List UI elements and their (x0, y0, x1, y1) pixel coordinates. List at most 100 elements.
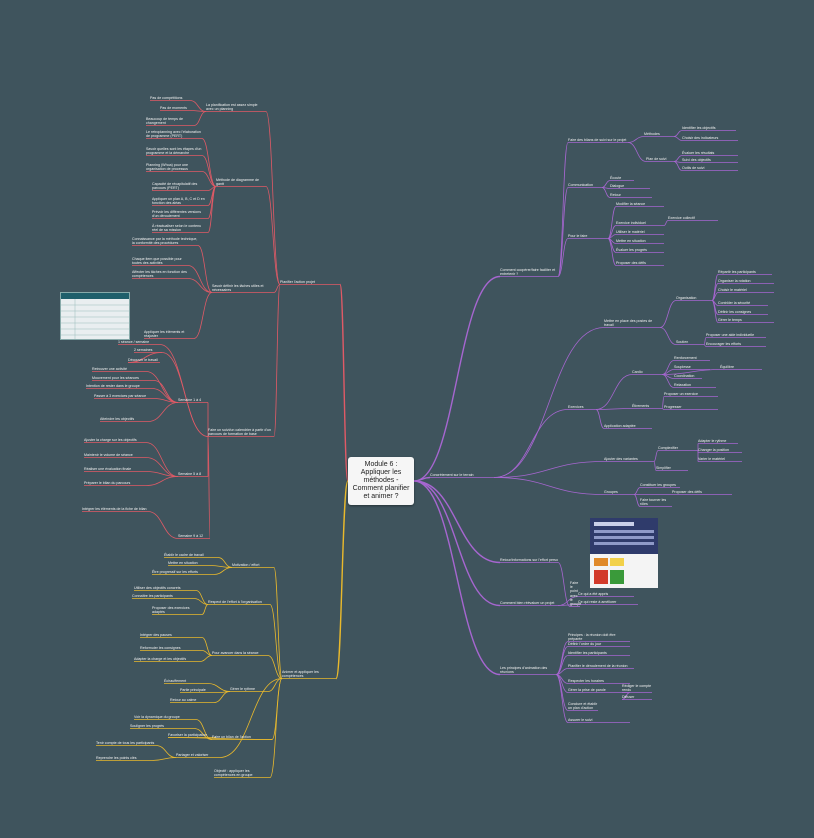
topic-l3d[interactable]: Capacité de récapitulatif des parcours (… (152, 182, 198, 191)
topic-l1b[interactable]: Pas de moments (160, 106, 187, 110)
topic-a4a[interactable]: Échauffement (164, 679, 187, 683)
topic-c3g[interactable]: Proposer des défis (616, 261, 646, 265)
topic-a3c[interactable]: Adapter la charge et les objectifs (134, 657, 187, 661)
topic-planifier[interactable]: Planifier l'action projet (280, 280, 316, 284)
topic-a7[interactable]: Objectif : appliquer les compétences en … (214, 769, 253, 778)
topic-l5l[interactable]: Ajuster la charge sur les objectifs (84, 438, 137, 442)
topic-c3c[interactable]: Exercice collectif (668, 216, 695, 220)
topic-a1c[interactable]: Être progressif sur les efforts (152, 570, 198, 574)
topic-l3b[interactable]: Savoir quelles sont les étapes d'un prog… (146, 147, 202, 156)
topic-l3[interactable]: Méthode de diagramme de gantt (216, 178, 259, 187)
topic-a6a[interactable]: Tenir compte de tous les participants (96, 741, 155, 745)
topic-c3b[interactable]: Exercice individuel (616, 221, 646, 225)
topic-c1c[interactable]: Identifier les objectifs (682, 126, 716, 130)
topic-c2b[interactable]: Dialogue (610, 184, 625, 188)
topic-l2[interactable]: Beaucoup de temps de changement (146, 117, 183, 126)
topic-d5e[interactable]: Varier le matériel (698, 457, 725, 461)
topic-d1g[interactable]: Gérer le temps (718, 318, 742, 322)
topic-c2a[interactable]: Écoute (610, 176, 622, 180)
topic-a1a[interactable]: Établir le cadre de travail (164, 553, 204, 557)
topic-p3[interactable]: Conclure et établir un plan d'action (568, 702, 598, 711)
topic-l4b[interactable]: Chaque item que possible pour toutes des… (132, 257, 182, 266)
topic-c3f[interactable]: Évaluer les progrès (616, 248, 647, 252)
topic-l1[interactable]: La planification est assez simple avec u… (206, 103, 258, 112)
topic-c2c[interactable]: Retour (610, 193, 621, 197)
topic-d1e[interactable]: Contrôler la sécurité (718, 301, 751, 305)
topic-d1f[interactable]: Définir les consignes (718, 310, 752, 314)
topic-l5o[interactable]: Préparer le bilan du parcours (84, 481, 131, 485)
topic-a1[interactable]: Motivation / effort (232, 563, 260, 567)
topic-d1[interactable]: Mettre en place des postes de travail (604, 319, 653, 328)
topic-c2[interactable]: Communication (568, 183, 593, 187)
topic-d5d[interactable]: Changer la position (698, 448, 729, 452)
topic-p1b[interactable]: Identifier les participants (568, 651, 607, 655)
topic-animer[interactable]: Animer et appliquer les compétences (282, 670, 319, 679)
topic-a3[interactable]: Pour avancer dans la séance (212, 651, 259, 655)
topic-concretement[interactable]: Concrètement sur le terrain (430, 473, 474, 477)
topic-a2a[interactable]: Utiliser des objectifs concrets (134, 586, 181, 590)
topic-c3a[interactable]: Modifier la séance (616, 202, 646, 206)
topic-a1b[interactable]: Mettre en situation (168, 561, 198, 565)
topic-d4b[interactable]: Progresser (664, 405, 682, 409)
topic-d2[interactable]: Soutien (676, 340, 689, 344)
topic-d1b[interactable]: Répartir les participants (718, 270, 756, 274)
topic-l5n[interactable]: Réaliser une évaluation finale (84, 467, 132, 471)
topic-p3a[interactable]: Rédiger le compte rendu (622, 684, 652, 693)
topic-c1[interactable]: Faire des bilans de suivi sur le projet (568, 138, 627, 142)
topic-p1a[interactable]: Définir l'ordre du jour (568, 642, 602, 646)
topic-l5g[interactable]: Retrouver une activité (92, 367, 127, 371)
topic-a2b[interactable]: Connaître les participants (132, 594, 173, 598)
topic-l4d[interactable]: Appliquer les éléments et réajuster (144, 330, 185, 339)
topic-r1a[interactable]: Ce qui a été appris (578, 592, 609, 596)
topic-d2a[interactable]: Proposer une aide individuelle (706, 333, 755, 337)
topic-p3b[interactable]: Diffuser (622, 695, 635, 699)
topic-a5b[interactable]: Souligner les progrès (130, 724, 164, 728)
topic-c1f[interactable]: Suivi des objectifs (682, 158, 711, 162)
topic-l5i[interactable]: Intention de rester dans le groupe (86, 384, 140, 388)
topic-c1g[interactable]: Outils de suivi (682, 166, 705, 170)
topic-l5j[interactable]: Passer à 3 exercices par séance (94, 394, 147, 398)
topic-d2b[interactable]: Encourager les efforts (706, 342, 742, 346)
topic-r1b[interactable]: Ce qui reste à améliorer (578, 600, 617, 604)
topic-l5b[interactable]: 2 semaines (134, 348, 153, 352)
topic-c3d[interactable]: Utiliser le matériel (616, 230, 645, 234)
topic-l3f[interactable]: Prévoir les différentes versions d'un dé… (152, 210, 202, 219)
topic-r1[interactable]: Faire le point avec le groupe (570, 581, 582, 607)
topic-d3a[interactable]: Cardio (632, 370, 643, 374)
topic-l4[interactable]: Savoir définir les tâches utiles et néce… (212, 284, 264, 293)
topic-d3[interactable]: Exercices (568, 405, 584, 409)
topic-p2b[interactable]: Gérer la prise de parole (568, 688, 606, 692)
topic-p3c[interactable]: Assurer le suivi (568, 718, 593, 722)
topic-p2[interactable]: Planifier le déroulement de la réunion (568, 664, 628, 668)
topic-d3d[interactable]: Équilibre (720, 365, 734, 369)
topic-principes[interactable]: Les principes d'animation des réunions (500, 666, 548, 675)
topic-d4[interactable]: Application adaptée (604, 424, 636, 428)
topic-a2c[interactable]: Proposer des exercices adaptés (152, 606, 190, 615)
topic-d3c[interactable]: Souplesse (674, 365, 691, 369)
topic-a4b[interactable]: Partie principale (180, 688, 206, 692)
topic-d4a[interactable]: Proposer un exercice (664, 392, 698, 396)
topic-p1[interactable]: Principes : la réunion doit être préparé… (568, 633, 616, 642)
topic-d5b[interactable]: Simplifier (656, 466, 671, 470)
topic-conduite[interactable]: Comment bien réévaluer un projet (500, 601, 555, 605)
topic-l3a[interactable]: Le retroplanning avec l'élaboration de p… (146, 130, 201, 139)
topic-a3a[interactable]: Intégrer des pauses (140, 633, 172, 637)
topic-l5k[interactable]: Atteindre les objectifs (100, 417, 135, 421)
topic-d6c[interactable]: Proposer des défis (672, 490, 702, 494)
topic-l3g[interactable]: À réactualiser selon le contenu réel de … (152, 224, 202, 233)
topic-a4[interactable]: Gérer le rythme (230, 687, 255, 691)
topic-l5a[interactable]: 1 séance / semaine (118, 340, 150, 344)
topic-l5d[interactable]: Semaine 5 à 8 (178, 472, 202, 476)
topic-d3b[interactable]: Renforcement (674, 356, 697, 360)
topic-d3f[interactable]: Relaxation (674, 383, 691, 387)
topic-l3c[interactable]: Planning (Whoa) pour une organisation de… (146, 163, 188, 172)
topic-l5m[interactable]: Maintenir le volume de séance (84, 453, 133, 457)
topic-a2[interactable]: Respect de l'effort à l'organisation (208, 600, 262, 604)
topic-l5[interactable]: Faire un suivi/un calendrier à partir d'… (208, 428, 272, 437)
topic-c1d[interactable]: Choisir des indicateurs (682, 136, 719, 140)
topic-d5a[interactable]: Complexifier (658, 446, 678, 450)
topic-c1b[interactable]: Plan de suivi (646, 157, 667, 161)
central-topic[interactable]: Module 6 : Appliquer les méthodes - Comm… (348, 457, 414, 505)
topic-l5p[interactable]: Intégrer les éléments de la fiche de bil… (82, 507, 147, 511)
topic-d1c[interactable]: Organiser la rotation (718, 279, 751, 283)
